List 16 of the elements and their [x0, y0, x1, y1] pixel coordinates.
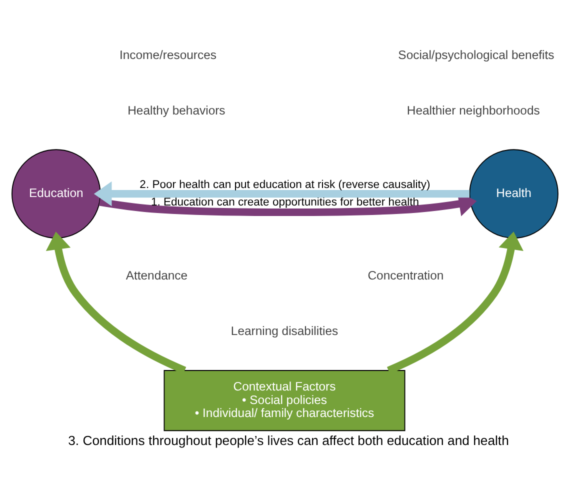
edge-label: 2. Poor health can put education at risk (reverse causality): [140, 178, 430, 191]
label: Social/psychological benefits: [398, 48, 554, 62]
label: Learning disabilities: [230, 324, 338, 338]
label: Healthier neighborhoods: [406, 103, 540, 118]
caption: 3. Conditions throughout people’s lives can affect both education and health: [68, 432, 509, 448]
label: Attendance: [126, 268, 188, 283]
label: Healthy behaviors: [128, 103, 226, 118]
label: Concentration: [368, 268, 444, 283]
arrow: [46, 232, 186, 374]
arrow: [386, 232, 524, 374]
node-circle: Education: [12, 149, 101, 238]
node-box: Contextual Factors • Social policies • Individual/ family characteristics: [164, 370, 406, 432]
label: Income/resources: [119, 48, 216, 62]
arrow: [94, 181, 470, 206]
node-circle: Health: [469, 149, 558, 238]
edge-label: 1. Education can create opportunities for better health: [150, 196, 419, 209]
